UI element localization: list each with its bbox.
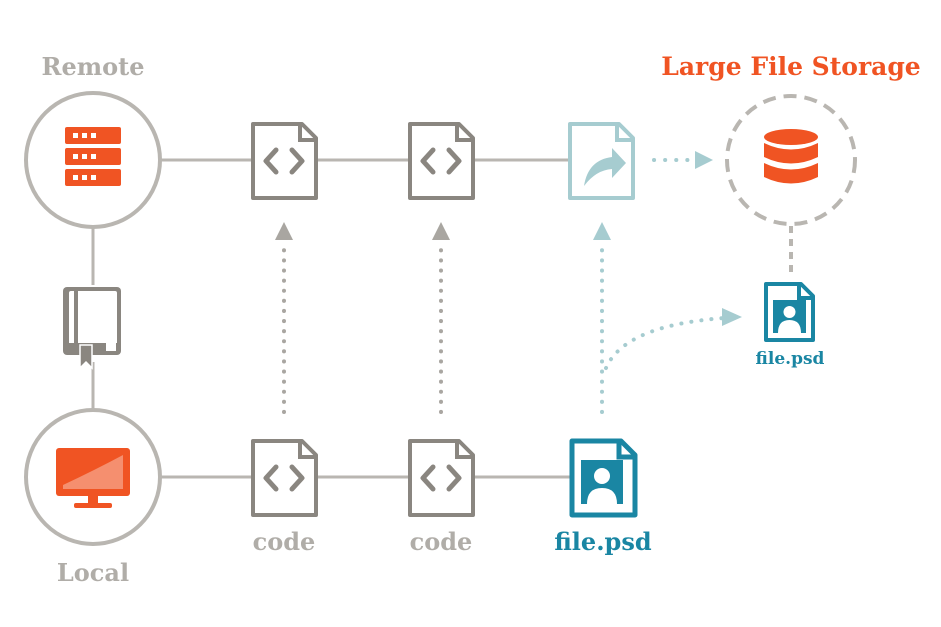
storage-node — [725, 94, 857, 226]
remote-label: Remote — [42, 52, 145, 81]
local-node — [24, 408, 162, 546]
code-file-icon — [251, 439, 318, 517]
code-label: code — [253, 527, 316, 556]
code-label: code — [410, 527, 473, 556]
image-file-icon — [764, 282, 815, 342]
database-icon — [764, 129, 818, 184]
push-arrow-1 — [275, 222, 293, 414]
code-file-icon — [251, 122, 318, 200]
pointer-to-storage-arrow — [652, 151, 713, 169]
book-icon — [63, 287, 121, 370]
code-file-icon — [408, 439, 475, 517]
psd-file-label: file.psd — [554, 527, 651, 556]
push-arrow-3 — [593, 222, 611, 414]
remote-node — [24, 91, 162, 229]
monitor-icon — [56, 448, 130, 508]
pointer-file-icon — [568, 122, 635, 200]
image-file-icon — [569, 438, 638, 518]
upload-arrow-curve — [604, 308, 742, 370]
push-arrow-2 — [432, 222, 450, 414]
lfs-title: Large File Storage — [661, 52, 920, 81]
code-file-icon — [408, 122, 475, 200]
local-label: Local — [57, 558, 129, 587]
psd-file-label: file.psd — [756, 349, 825, 369]
server-icon — [65, 127, 121, 186]
